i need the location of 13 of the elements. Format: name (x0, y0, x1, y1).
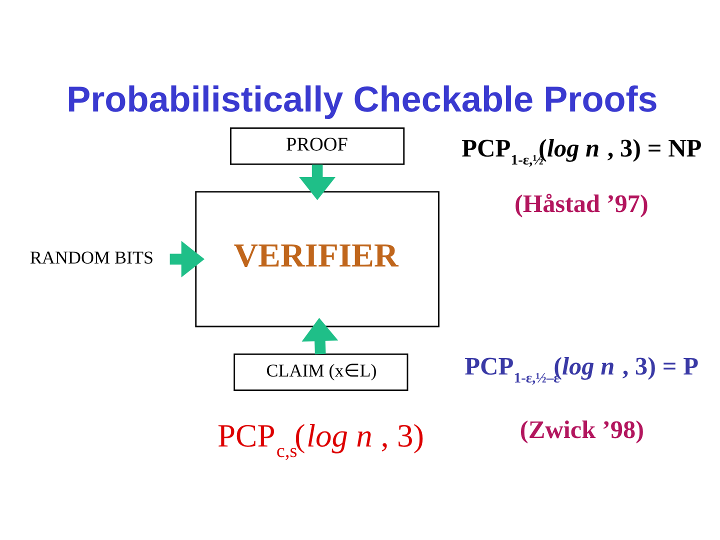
label: (Zwick ’98) (520, 416, 644, 444)
node-text: RANDOM BITS (30, 247, 154, 268)
arrow (299, 164, 336, 200)
node-box: VERIFIER (195, 191, 440, 328)
diagram-title: Probabilistically Checkable Proofs (66, 78, 658, 120)
label: PCP$_{1-ε,½}$(log n , 3) = NP (462, 134, 702, 169)
label: PCP$_{1-ε,½–ε}$(log n , 3) = P (464, 352, 699, 386)
arrow (170, 240, 205, 278)
node-box: CLAIM (x∈L) (234, 353, 408, 391)
label: PCP$_{c,s}$(log n , 3) (218, 418, 424, 462)
arrow (302, 318, 338, 354)
label: (Håstad ’97) (514, 190, 648, 218)
node-box: PROOF (230, 127, 405, 165)
